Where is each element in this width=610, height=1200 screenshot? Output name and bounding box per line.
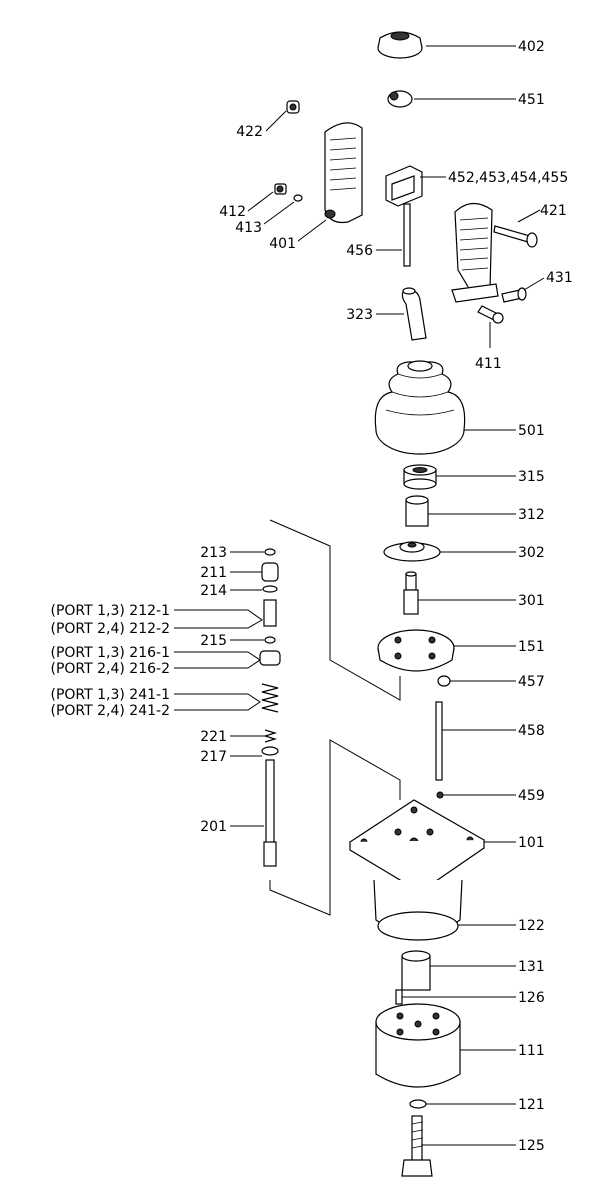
part-241-spring: [261, 683, 279, 713]
label-212-2: (PORT 2,4) 212-2: [51, 621, 171, 637]
label-216-2: (PORT 2,4) 216-2: [51, 661, 171, 677]
label-401: 401: [269, 236, 296, 252]
label-215: 215: [200, 633, 227, 649]
part-labels: 402 451 422 452,453,454,455 412 413 401 …: [51, 39, 573, 1154]
part-457: [437, 675, 451, 687]
part-121-washer: [409, 1099, 427, 1109]
part-122-body: [373, 879, 463, 941]
label-422: 422: [236, 124, 263, 140]
label-101: 101: [518, 835, 545, 851]
label-221: 221: [200, 729, 227, 745]
part-216: [259, 650, 281, 666]
part-125-bolt: [401, 1115, 433, 1177]
part-413-washer: [293, 194, 303, 202]
label-452-455: 452,453,454,455: [448, 170, 568, 186]
label-451: 451: [518, 92, 545, 108]
part-422-nut: [286, 100, 300, 114]
part-312: [405, 495, 429, 527]
part-301: [403, 571, 419, 615]
label-301: 301: [518, 593, 545, 609]
part-452-switch: [385, 165, 423, 267]
part-211: [261, 562, 279, 582]
label-458: 458: [518, 723, 545, 739]
part-214: [262, 585, 278, 593]
label-412: 412: [219, 204, 246, 220]
label-457: 457: [518, 674, 545, 690]
label-241-2: (PORT 2,4) 241-2: [51, 703, 171, 719]
label-402: 402: [518, 39, 545, 55]
label-302: 302: [518, 545, 545, 561]
part-451: [387, 90, 413, 108]
part-151-plate: [377, 629, 455, 672]
label-323: 323: [346, 307, 373, 323]
stack-guide-lines: [269, 519, 401, 916]
part-458-rod: [435, 701, 443, 781]
part-323-tube: [401, 287, 427, 341]
part-217: [261, 746, 279, 756]
part-131: [401, 950, 431, 991]
part-213: [264, 548, 276, 556]
label-151: 151: [518, 639, 545, 655]
label-216-1: (PORT 1,3) 216-1: [51, 645, 171, 661]
label-411: 411: [475, 356, 502, 372]
part-201-pin: [263, 759, 277, 867]
part-126: [395, 989, 403, 1005]
label-315: 315: [518, 469, 545, 485]
label-131: 131: [518, 959, 545, 975]
part-412-nut: [274, 183, 287, 195]
part-grip-right: [451, 202, 499, 303]
part-101-housing: [348, 799, 486, 893]
label-126: 126: [518, 990, 545, 1006]
label-501: 501: [518, 423, 545, 439]
part-402-cap: [377, 31, 423, 59]
part-431-bolt: [501, 287, 527, 303]
label-413: 413: [235, 220, 262, 236]
part-302: [383, 541, 441, 562]
label-121: 121: [518, 1097, 545, 1113]
label-212-1: (PORT 1,3) 212-1: [51, 603, 171, 619]
label-201: 201: [200, 819, 227, 835]
label-431: 431: [546, 270, 573, 286]
label-213: 213: [200, 545, 227, 561]
label-214: 214: [200, 583, 227, 599]
part-421-bolt: [493, 225, 538, 248]
label-111: 111: [518, 1043, 545, 1059]
part-401-grip: [324, 122, 363, 224]
label-456: 456: [346, 243, 373, 259]
part-221: [262, 729, 278, 743]
part-501-boot: [374, 360, 466, 455]
leader-lines: [174, 45, 545, 1146]
part-212: [263, 599, 277, 627]
part-411-bolt: [477, 305, 504, 324]
part-459: [436, 791, 444, 799]
part-215: [264, 636, 276, 644]
label-241-1: (PORT 1,3) 241-1: [51, 687, 171, 703]
label-421: 421: [540, 203, 567, 219]
label-125: 125: [518, 1138, 545, 1154]
part-111-base: [375, 1003, 461, 1088]
part-315: [403, 464, 437, 490]
label-217: 217: [200, 749, 227, 765]
label-312: 312: [518, 507, 545, 523]
label-459: 459: [518, 788, 545, 804]
label-211: 211: [200, 565, 227, 581]
label-122: 122: [518, 918, 545, 934]
